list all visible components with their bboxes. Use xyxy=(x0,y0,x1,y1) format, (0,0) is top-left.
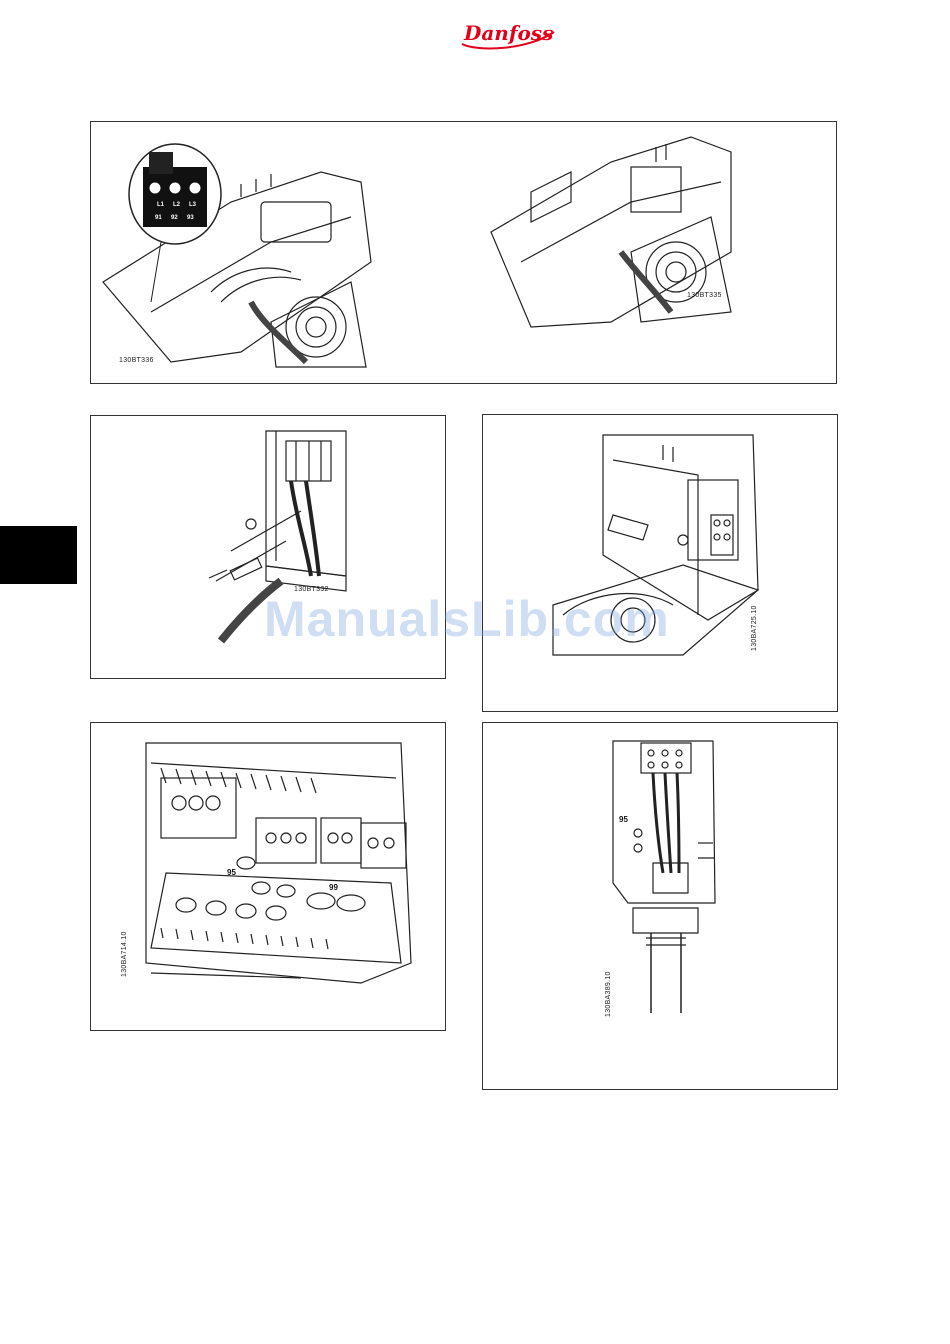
terminal-label-l3: L3 xyxy=(189,202,196,208)
terminal-label-95: 95 xyxy=(619,815,628,824)
logo-text: Danfoss xyxy=(463,21,553,45)
illustration-terminal-block-row xyxy=(91,723,446,1031)
illustration-terminal-box xyxy=(483,415,838,712)
illustration-cable-entry xyxy=(483,723,838,1090)
figure-code: 130BA725.10 xyxy=(751,605,758,651)
terminal-label-l2: L2 xyxy=(173,202,180,208)
figure-code: 130BT335 xyxy=(687,292,722,299)
terminal-label-99: 99 xyxy=(329,883,338,892)
figure-code: 130BT336 xyxy=(119,357,154,364)
figure-frame-top: L1 L2 L3 91 92 93 130BT336 130BT335 xyxy=(90,121,837,384)
figure-code: 130BA714.10 xyxy=(121,931,128,977)
danfoss-logo: Danfoss xyxy=(458,14,558,54)
illustration-mains-connection-a xyxy=(91,122,837,384)
figure-code: 130BA389.10 xyxy=(605,971,612,1017)
figure-frame-middle-right: 130BA725.10 xyxy=(482,414,838,712)
chapter-tab xyxy=(0,526,77,584)
terminal-label-l1: L1 xyxy=(157,202,164,208)
terminal-label-93: 93 xyxy=(187,215,194,221)
watermark: ManualsLib.com xyxy=(264,590,670,648)
figure-frame-bottom-left: 95 99 130BA714.10 xyxy=(90,722,446,1031)
terminal-label-95: 95 xyxy=(227,868,236,877)
terminal-label-91: 91 xyxy=(155,215,162,221)
terminal-label-92: 92 xyxy=(171,215,178,221)
figure-frame-bottom-right: 95 130BA389.10 xyxy=(482,722,838,1090)
